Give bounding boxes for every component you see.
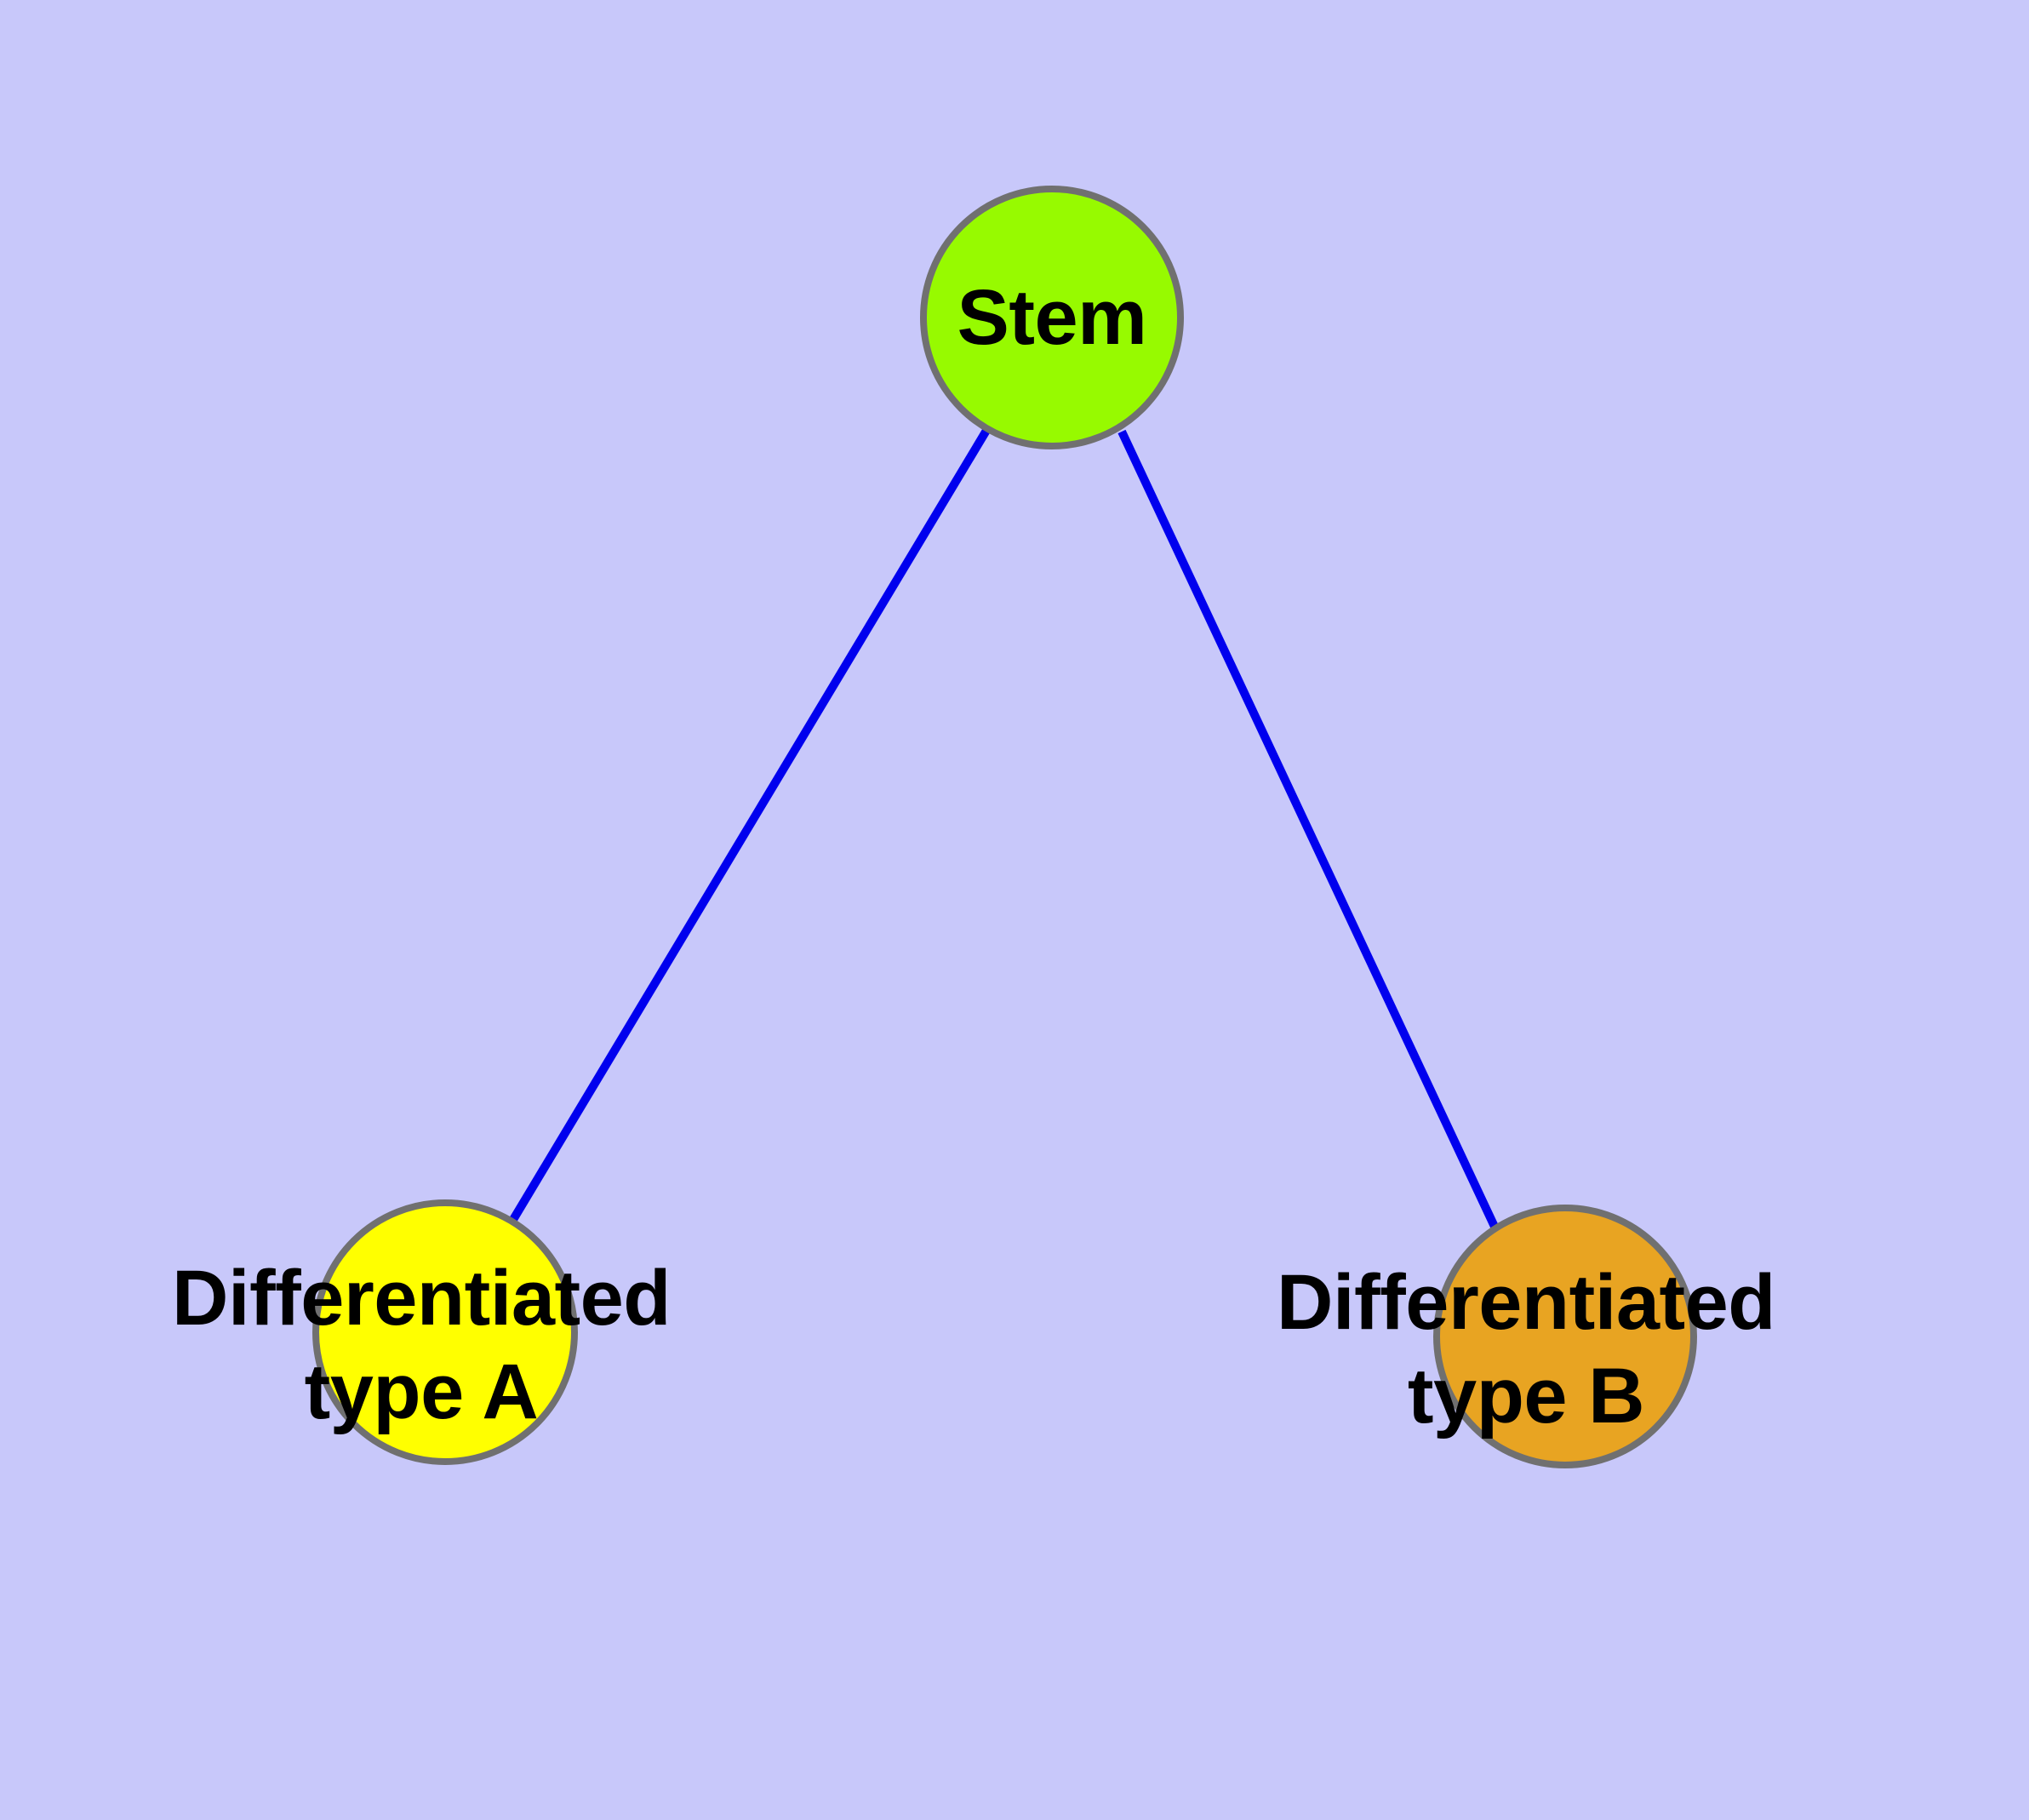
node-circle-stem[interactable]	[920, 186, 1184, 449]
edge-stem-to-differentiated-type-a[interactable]	[507, 426, 992, 1225]
node-circle-differentiated-type-a[interactable]	[312, 1199, 578, 1465]
node-circle-differentiated-type-b[interactable]	[1433, 1205, 1697, 1468]
edge-stem-to-differentiated-type-b[interactable]	[1117, 429, 1500, 1231]
